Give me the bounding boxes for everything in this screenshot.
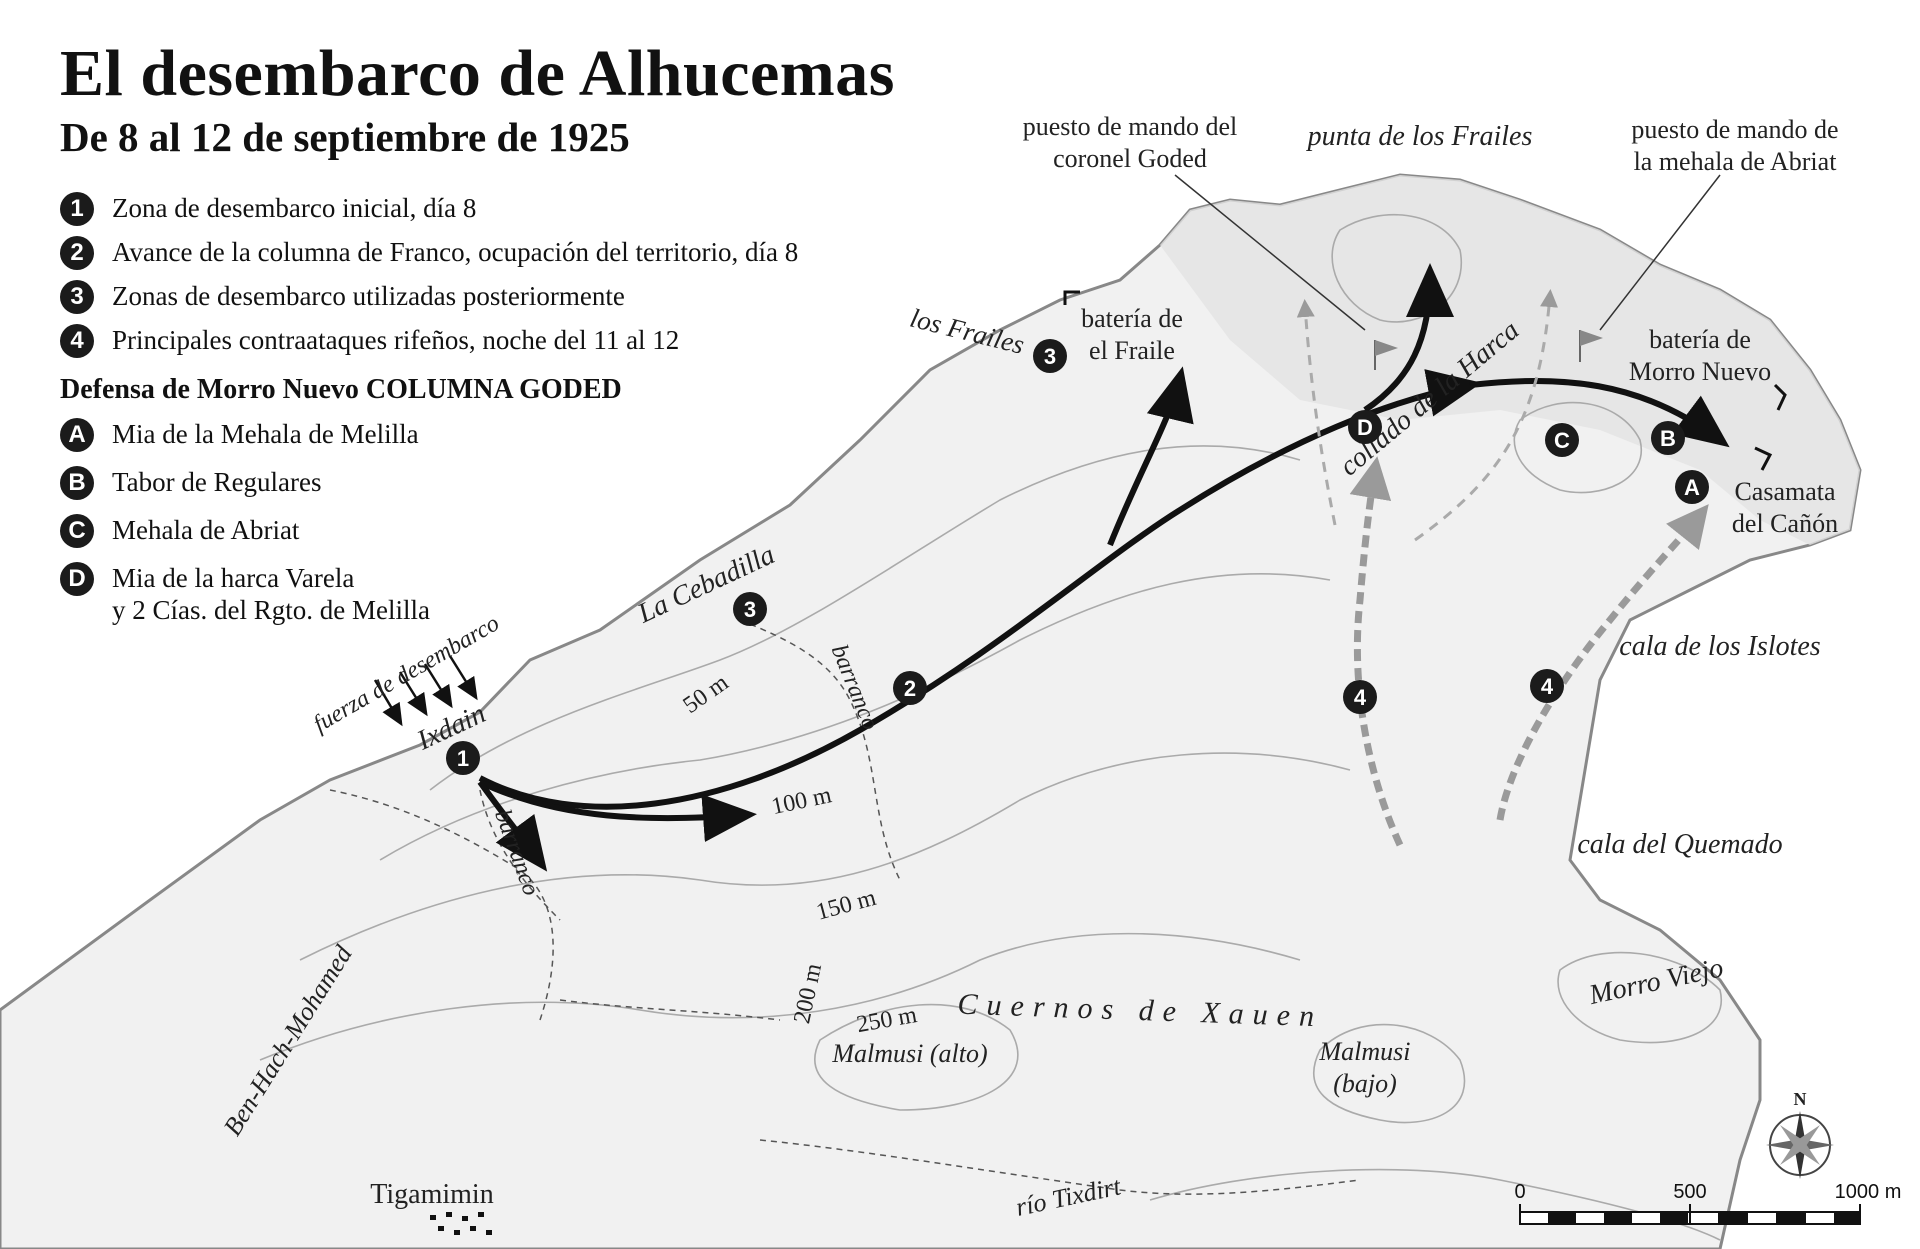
battery-symbols (1063, 290, 1787, 471)
legend-badge-C: C (60, 514, 94, 548)
marker-B-label: B (1660, 426, 1676, 451)
counterattack-routes (1349, 456, 1709, 847)
legend-text-B: Tabor de Regulares (112, 467, 322, 497)
legend-text-2: Avance de la columna de Franco, ocupació… (112, 237, 799, 267)
marker-A: A (1675, 470, 1709, 504)
marker-4-west: 4 (1343, 680, 1377, 714)
legend-badge-2: 2 (60, 236, 94, 270)
legend-text-3: Zonas de desembarco utilizadas posterior… (112, 281, 625, 311)
legend-defense-heading: Defensa de Morro Nuevo COLUMNA GODED (60, 374, 622, 405)
label-malmusi-bajo-1: Malmusi (1319, 1037, 1411, 1066)
label-puesto-goded-2: coronel Goded (1053, 144, 1207, 173)
label-punta-frailes: punta de los Frailes (1306, 121, 1533, 152)
page-subtitle: De 8 al 12 de septiembre de 1925 (60, 114, 630, 160)
legend-text-C: Mehala de Abriat (112, 515, 300, 545)
compass-rose: N (1766, 1089, 1834, 1179)
label-casamata-1: Casamata (1734, 477, 1836, 506)
legend-text-1: Zona de desembarco inicial, día 8 (112, 193, 477, 223)
franco-advance-route (477, 263, 1730, 872)
legend-badge-3: 3 (60, 280, 94, 314)
landing-force-arrows (373, 655, 478, 727)
legend-badge-D: D (60, 562, 94, 596)
legend-badge-4: 4 (60, 324, 94, 358)
label-puesto-abriat-1: puesto de mando de (1631, 115, 1838, 144)
marker-4-east: 4 (1530, 669, 1564, 703)
marker-2: 2 (893, 671, 927, 705)
marker-3-frailes: 3 (1033, 339, 1067, 373)
label-puesto-goded-1: puesto de mando del (1023, 112, 1237, 141)
pointer-lines (1174, 174, 1721, 331)
marker-A-label: A (1684, 475, 1700, 500)
page-title: El desembarco de Alhucemas (60, 37, 895, 110)
scale-tick-500: 500 (1673, 1181, 1706, 1203)
label-bateria-fraile-2: el Fraile (1089, 336, 1175, 365)
legend-badge-A: A (60, 418, 94, 452)
legend-badge-B: B (60, 466, 94, 500)
flag-goded (1374, 340, 1398, 370)
legend-text-A: Mia de la Mehala de Melilla (112, 419, 419, 449)
compass-north-label: N (1794, 1089, 1807, 1109)
contour-lines (259, 213, 1723, 1241)
marker-3a-label: 3 (744, 597, 756, 622)
legend-text-D: Mia de la harca Varela (112, 563, 355, 593)
flag-abriat (1579, 330, 1603, 362)
marker-2-label: 2 (904, 676, 916, 701)
marker-D-label: D (1357, 415, 1373, 440)
scale-bar: 0 500 1000 m (1514, 1181, 1902, 1225)
label-malmusi-bajo-2: (bajo) (1333, 1069, 1397, 1098)
legend-text-4: Principales contraataques rifeños, noche… (112, 325, 680, 355)
label-bateria-morro-2: Morro Nuevo (1629, 357, 1771, 386)
label-bateria-morro-1: batería de (1649, 325, 1751, 354)
marker-1-label: 1 (457, 746, 469, 771)
label-cala-islotes: cala de los Islotes (1619, 631, 1821, 662)
tigamimin-village (430, 1212, 492, 1235)
legend-text-D-2: y 2 Cías. del Rgto. de Melilla (112, 595, 430, 625)
marker-3b-label: 3 (1044, 344, 1056, 369)
label-malmusi-alto: Malmusi (alto) (831, 1039, 987, 1068)
label-tigamimin: Tigamimin (370, 1179, 493, 1210)
scale-tick-1000: 1000 m (1835, 1181, 1902, 1203)
tracks (329, 619, 1361, 1195)
scale-tick-0: 0 (1514, 1181, 1525, 1203)
marker-C-label: C (1554, 428, 1570, 453)
legend-badge-1: 1 (60, 192, 94, 226)
marker-1: 1 (446, 741, 480, 775)
map-markers: 1 2 3 3 4 4 A B C D (446, 339, 1709, 775)
land-shade (1160, 175, 1860, 545)
marker-C: C (1545, 423, 1579, 457)
label-bateria-fraile-1: batería de (1081, 304, 1183, 333)
marker-D: D (1348, 410, 1382, 444)
marker-4b-label: 4 (1541, 674, 1554, 699)
marker-B: B (1651, 421, 1685, 455)
marker-4a-label: 4 (1354, 685, 1367, 710)
label-casamata-2: del Cañón (1732, 509, 1838, 538)
label-cala-quemado: cala del Quemado (1577, 829, 1782, 860)
label-puesto-abriat-2: la mehala de Abriat (1634, 147, 1838, 176)
contour-labels: 50 m 100 m 150 m 200 m 250 m (679, 669, 920, 1038)
marker-3-cebadilla: 3 (733, 592, 767, 626)
counterattack-routes-light (1296, 289, 1559, 542)
